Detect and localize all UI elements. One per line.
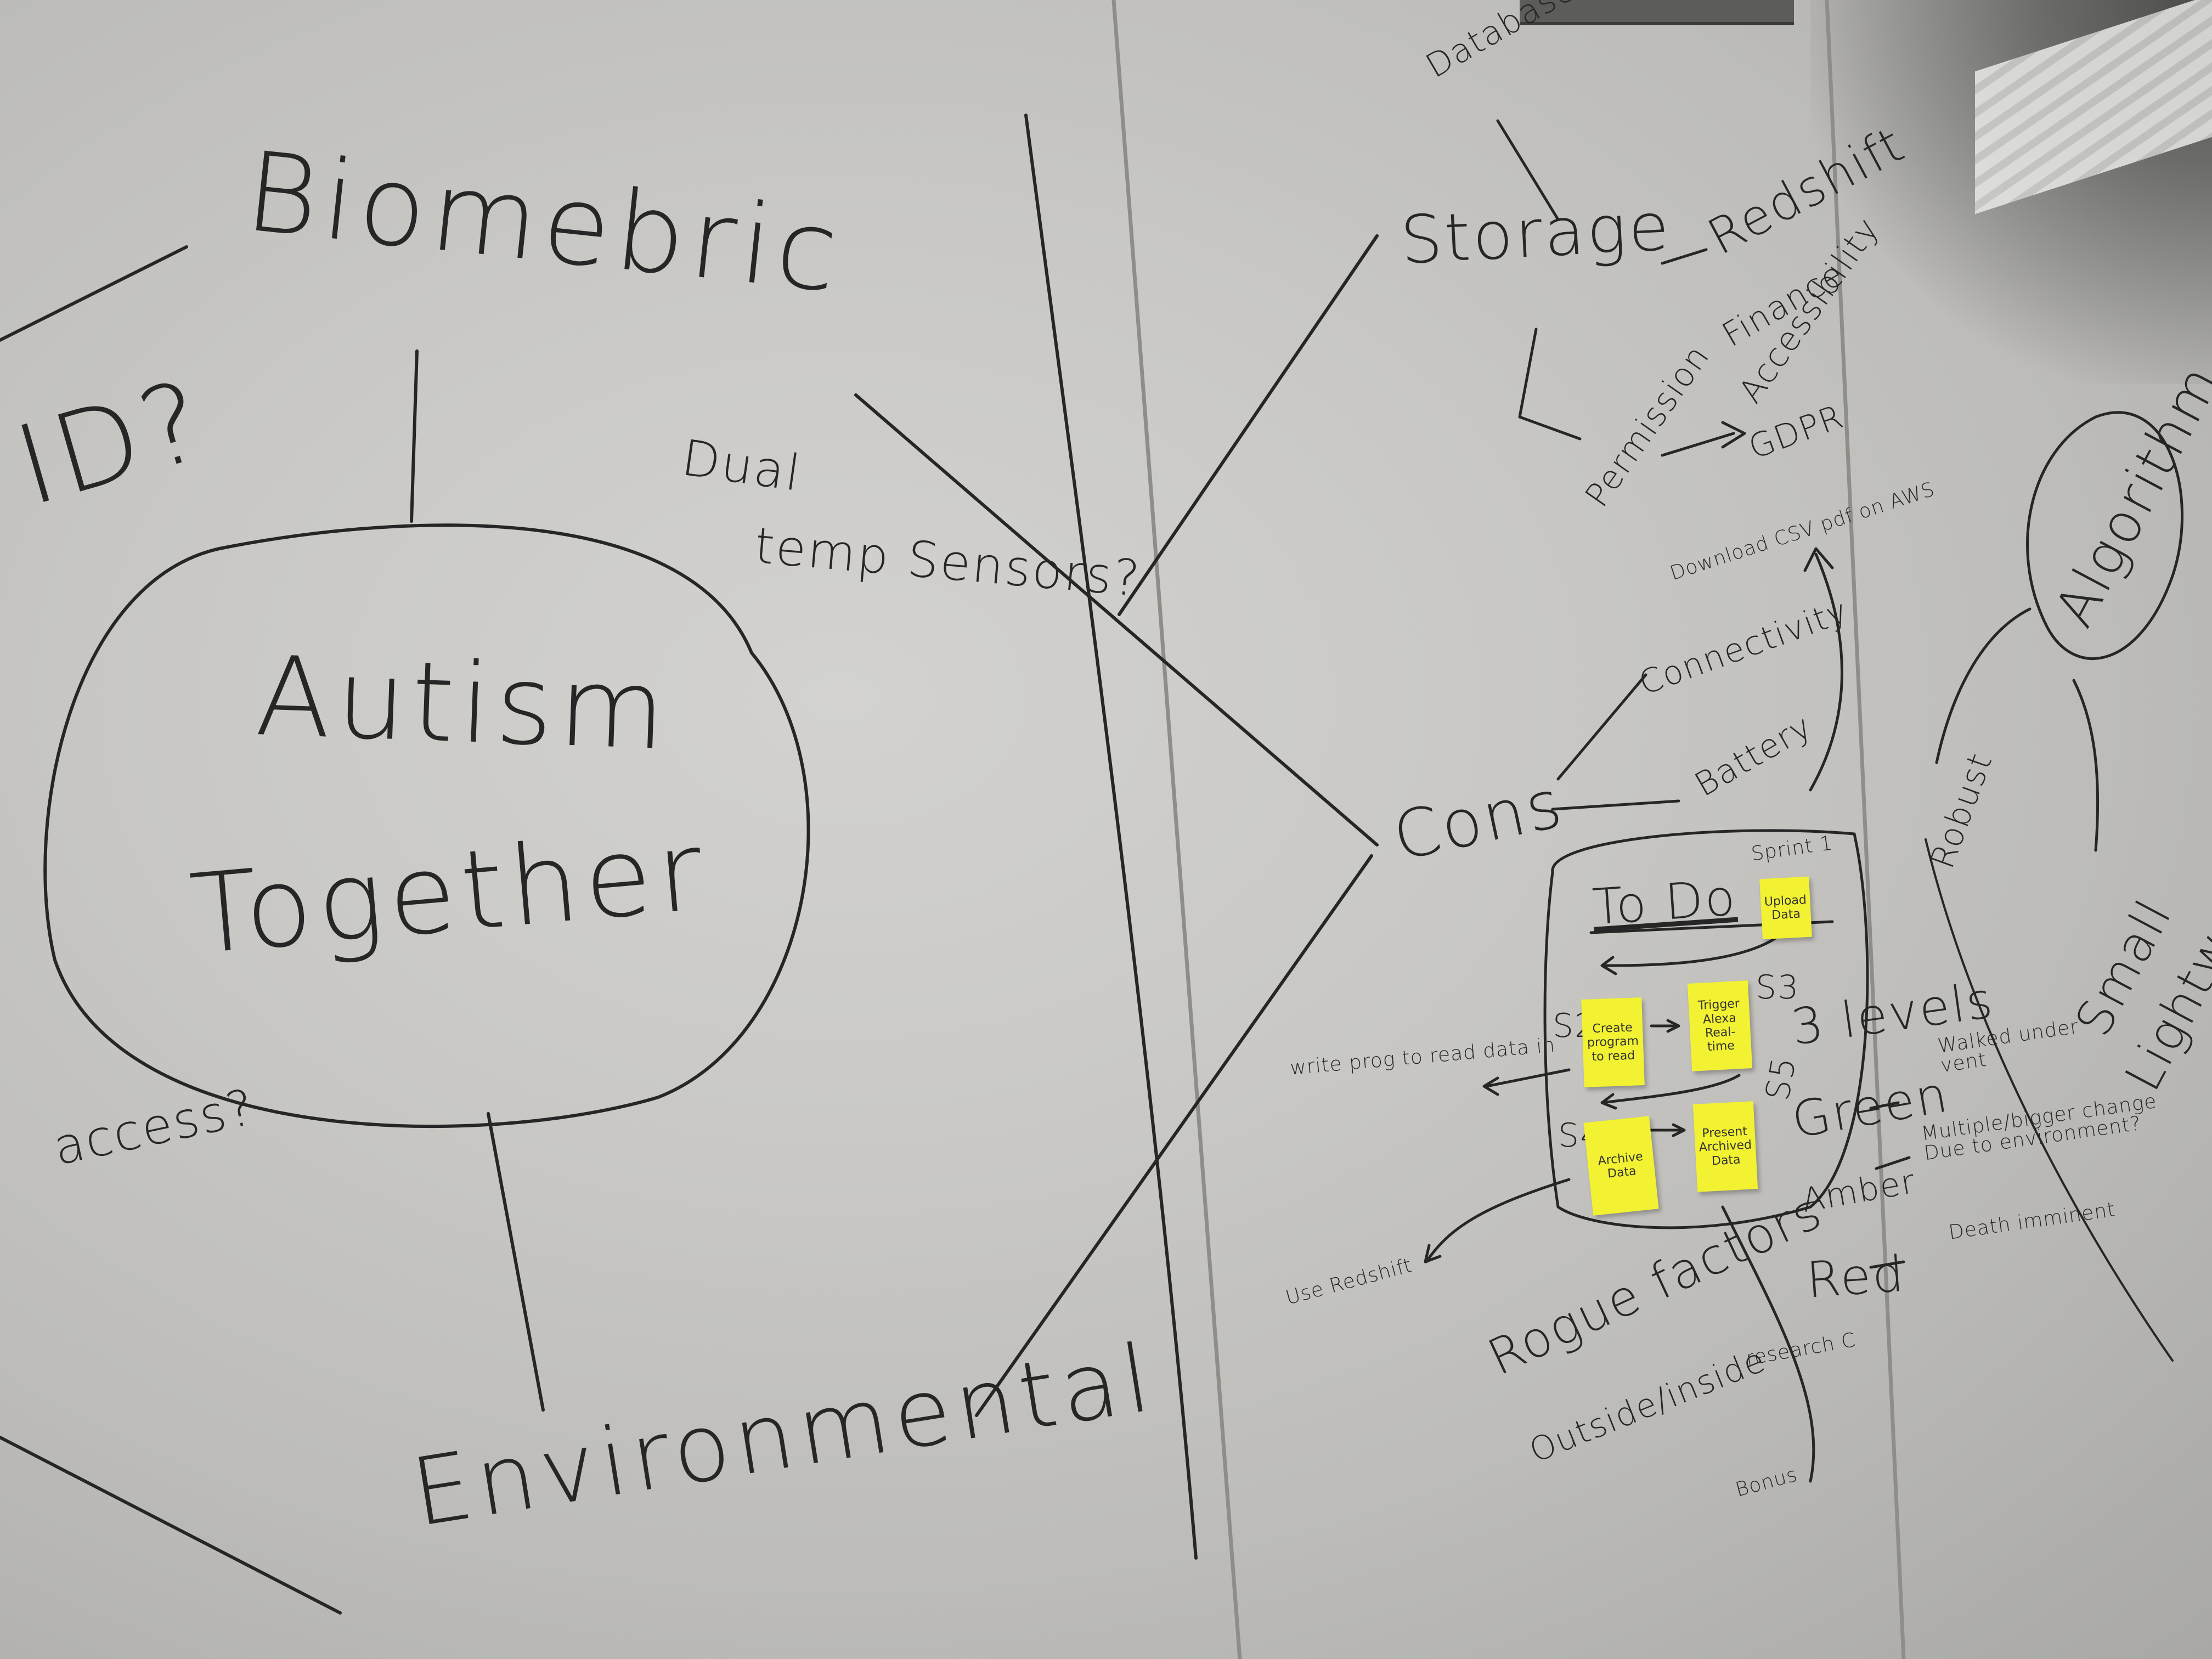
arrow-write-prog [1482, 1068, 1571, 1096]
line-to-bonus [1721, 1205, 1815, 1483]
panel-seam-right [1825, 0, 1906, 1659]
dash-amber [1875, 1156, 1911, 1170]
arrow-use-redshift [1424, 1178, 1571, 1263]
arrow-s4-s5 [1650, 1123, 1686, 1137]
algorithm-circle [2026, 411, 2183, 660]
diagonal-line-3 [975, 854, 1373, 1417]
autism-label: Autism [253, 633, 673, 775]
autism-oval [43, 523, 810, 1128]
sprint-boundary [1543, 829, 1869, 1229]
line-algorithm-small [2072, 679, 2100, 852]
connector-biomebric [410, 349, 419, 523]
sticky-note-create: Create program to read [1581, 997, 1645, 1087]
arrow-to-download [1803, 547, 1843, 792]
arrow-s2-s3 [1650, 1019, 1680, 1033]
right-arc [1925, 838, 2174, 1362]
todo-label: To Do [1590, 868, 1739, 936]
dash-green [1869, 1101, 1900, 1110]
connector-environmental [487, 1112, 545, 1412]
arrow-s3-s4 [1600, 1074, 1741, 1110]
s3-label: S3 [1756, 968, 1800, 1007]
line-database-storage [1496, 119, 1560, 221]
line-algorithm-robust [1935, 607, 2032, 764]
sticky-note-trigger: Trigger Alexa Real-time [1687, 980, 1753, 1071]
diagonal-line-1 [854, 393, 1379, 847]
red-label: Red [1804, 1245, 1908, 1310]
line-cons-connectivity [1556, 673, 1647, 781]
diagonal-line-2 [1118, 234, 1379, 616]
sticky-note-upload: Upload Data [1759, 876, 1812, 940]
storage-label: Storage [1398, 189, 1673, 279]
sticky-note-archive: Archive Data [1583, 1116, 1659, 1216]
line-storage-permission [1518, 328, 1582, 441]
panel-seam-left [1111, 0, 1242, 1659]
vertical-divider [1024, 114, 1198, 1560]
branch-line-top-left [0, 245, 188, 342]
dash-red [1869, 1260, 1905, 1269]
top-bracket [1520, 0, 1794, 25]
sticky-note-present: Present Archived Data [1692, 1101, 1758, 1192]
line-cons-battery [1551, 799, 1680, 811]
branch-line-bottom-left [0, 1436, 342, 1615]
line-storage-redshift [1661, 248, 1708, 265]
arrow-permission [1661, 421, 1746, 457]
